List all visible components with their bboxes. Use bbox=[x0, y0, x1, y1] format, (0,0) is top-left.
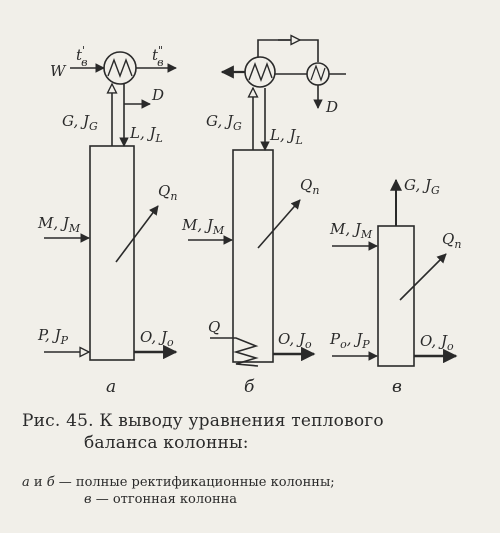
label-c-M: M, JM bbox=[329, 220, 373, 241]
label-b-M: M, JM bbox=[181, 216, 225, 237]
legend-line-1: а и б — полные ректификационные колонны; bbox=[22, 474, 492, 491]
label-c-G: G, JG bbox=[404, 176, 440, 197]
caption-line-1: Рис. 45. К выводу уравнения теплового bbox=[22, 411, 384, 431]
label-a-L: L, JL bbox=[129, 124, 163, 145]
column-b-heat-loss-arrow bbox=[257, 199, 301, 249]
column-b-body bbox=[232, 149, 274, 363]
column-b-reboiler-coil bbox=[210, 337, 259, 367]
label-a-t-in: t'в bbox=[76, 44, 87, 69]
label-b-O: O, Jo bbox=[278, 330, 312, 351]
label-b-Q: Qп bbox=[300, 176, 319, 197]
legend-c-text: — отгонная колонна bbox=[95, 492, 238, 507]
figure-legend: а и б — полные ректификационные колонны;… bbox=[22, 474, 492, 508]
label-c-P: Po, JP bbox=[329, 330, 370, 351]
label-a-M: M, JM bbox=[37, 214, 81, 235]
legend-key-c: в bbox=[84, 492, 92, 507]
column-a-body bbox=[89, 145, 135, 361]
label-c-O: O, Jo bbox=[420, 332, 454, 353]
label-b-L: L, JL bbox=[269, 126, 303, 147]
label-a-Q: Qп bbox=[158, 182, 177, 203]
legend-and: и bbox=[33, 475, 43, 490]
label-a-W: W bbox=[50, 62, 67, 80]
column-b: G, JG L, JL D M, JM Qп Q O, Jo б bbox=[181, 40, 346, 397]
label-a-P: P, JP bbox=[37, 326, 69, 347]
column-a-condenser-coil bbox=[107, 58, 133, 78]
label-c-Q: Qп bbox=[442, 230, 461, 251]
column-a: W t'в t"в D G, JG L, JL M, JM Qп P, JP O… bbox=[37, 44, 178, 397]
legend-line-2: в — отгонная колонна bbox=[22, 491, 492, 508]
column-c: G, JG M, JM Qп Po, JP O, Jo в bbox=[329, 176, 461, 397]
column-b-product-cooler bbox=[306, 62, 330, 86]
panel-label-c: в bbox=[392, 377, 402, 397]
column-c-heat-loss-arrow bbox=[399, 253, 447, 301]
label-a-G: G, JG bbox=[62, 112, 98, 133]
label-a-t-out: t"в bbox=[152, 44, 164, 69]
column-a-condenser bbox=[103, 51, 137, 85]
figure-caption: Рис. 45. К выводу уравнения теплового ба… bbox=[22, 410, 492, 454]
label-a-D: D bbox=[151, 86, 164, 104]
panel-label-b: б bbox=[244, 377, 255, 397]
column-c-body bbox=[377, 225, 415, 367]
legend-key-a: а bbox=[22, 475, 30, 490]
label-b-Qh: Q bbox=[208, 318, 220, 336]
column-a-heat-loss-arrow bbox=[115, 205, 159, 263]
panel-label-a: а bbox=[106, 377, 116, 397]
label-b-G: G, JG bbox=[206, 112, 242, 133]
legend-ab-text: — полные ректификационные колонны; bbox=[58, 475, 335, 490]
heat-balance-diagram: W t'в t"в D G, JG L, JL M, JM Qп P, JP O… bbox=[37, 0, 461, 397]
caption-line-2: баланса колонны: bbox=[84, 433, 249, 453]
label-a-O: O, Jo bbox=[140, 328, 174, 349]
label-b-D: D bbox=[325, 98, 338, 116]
legend-key-b: б bbox=[46, 475, 55, 490]
column-b-condenser-coil bbox=[248, 61, 273, 82]
column-b-cooler-coil bbox=[310, 64, 326, 82]
